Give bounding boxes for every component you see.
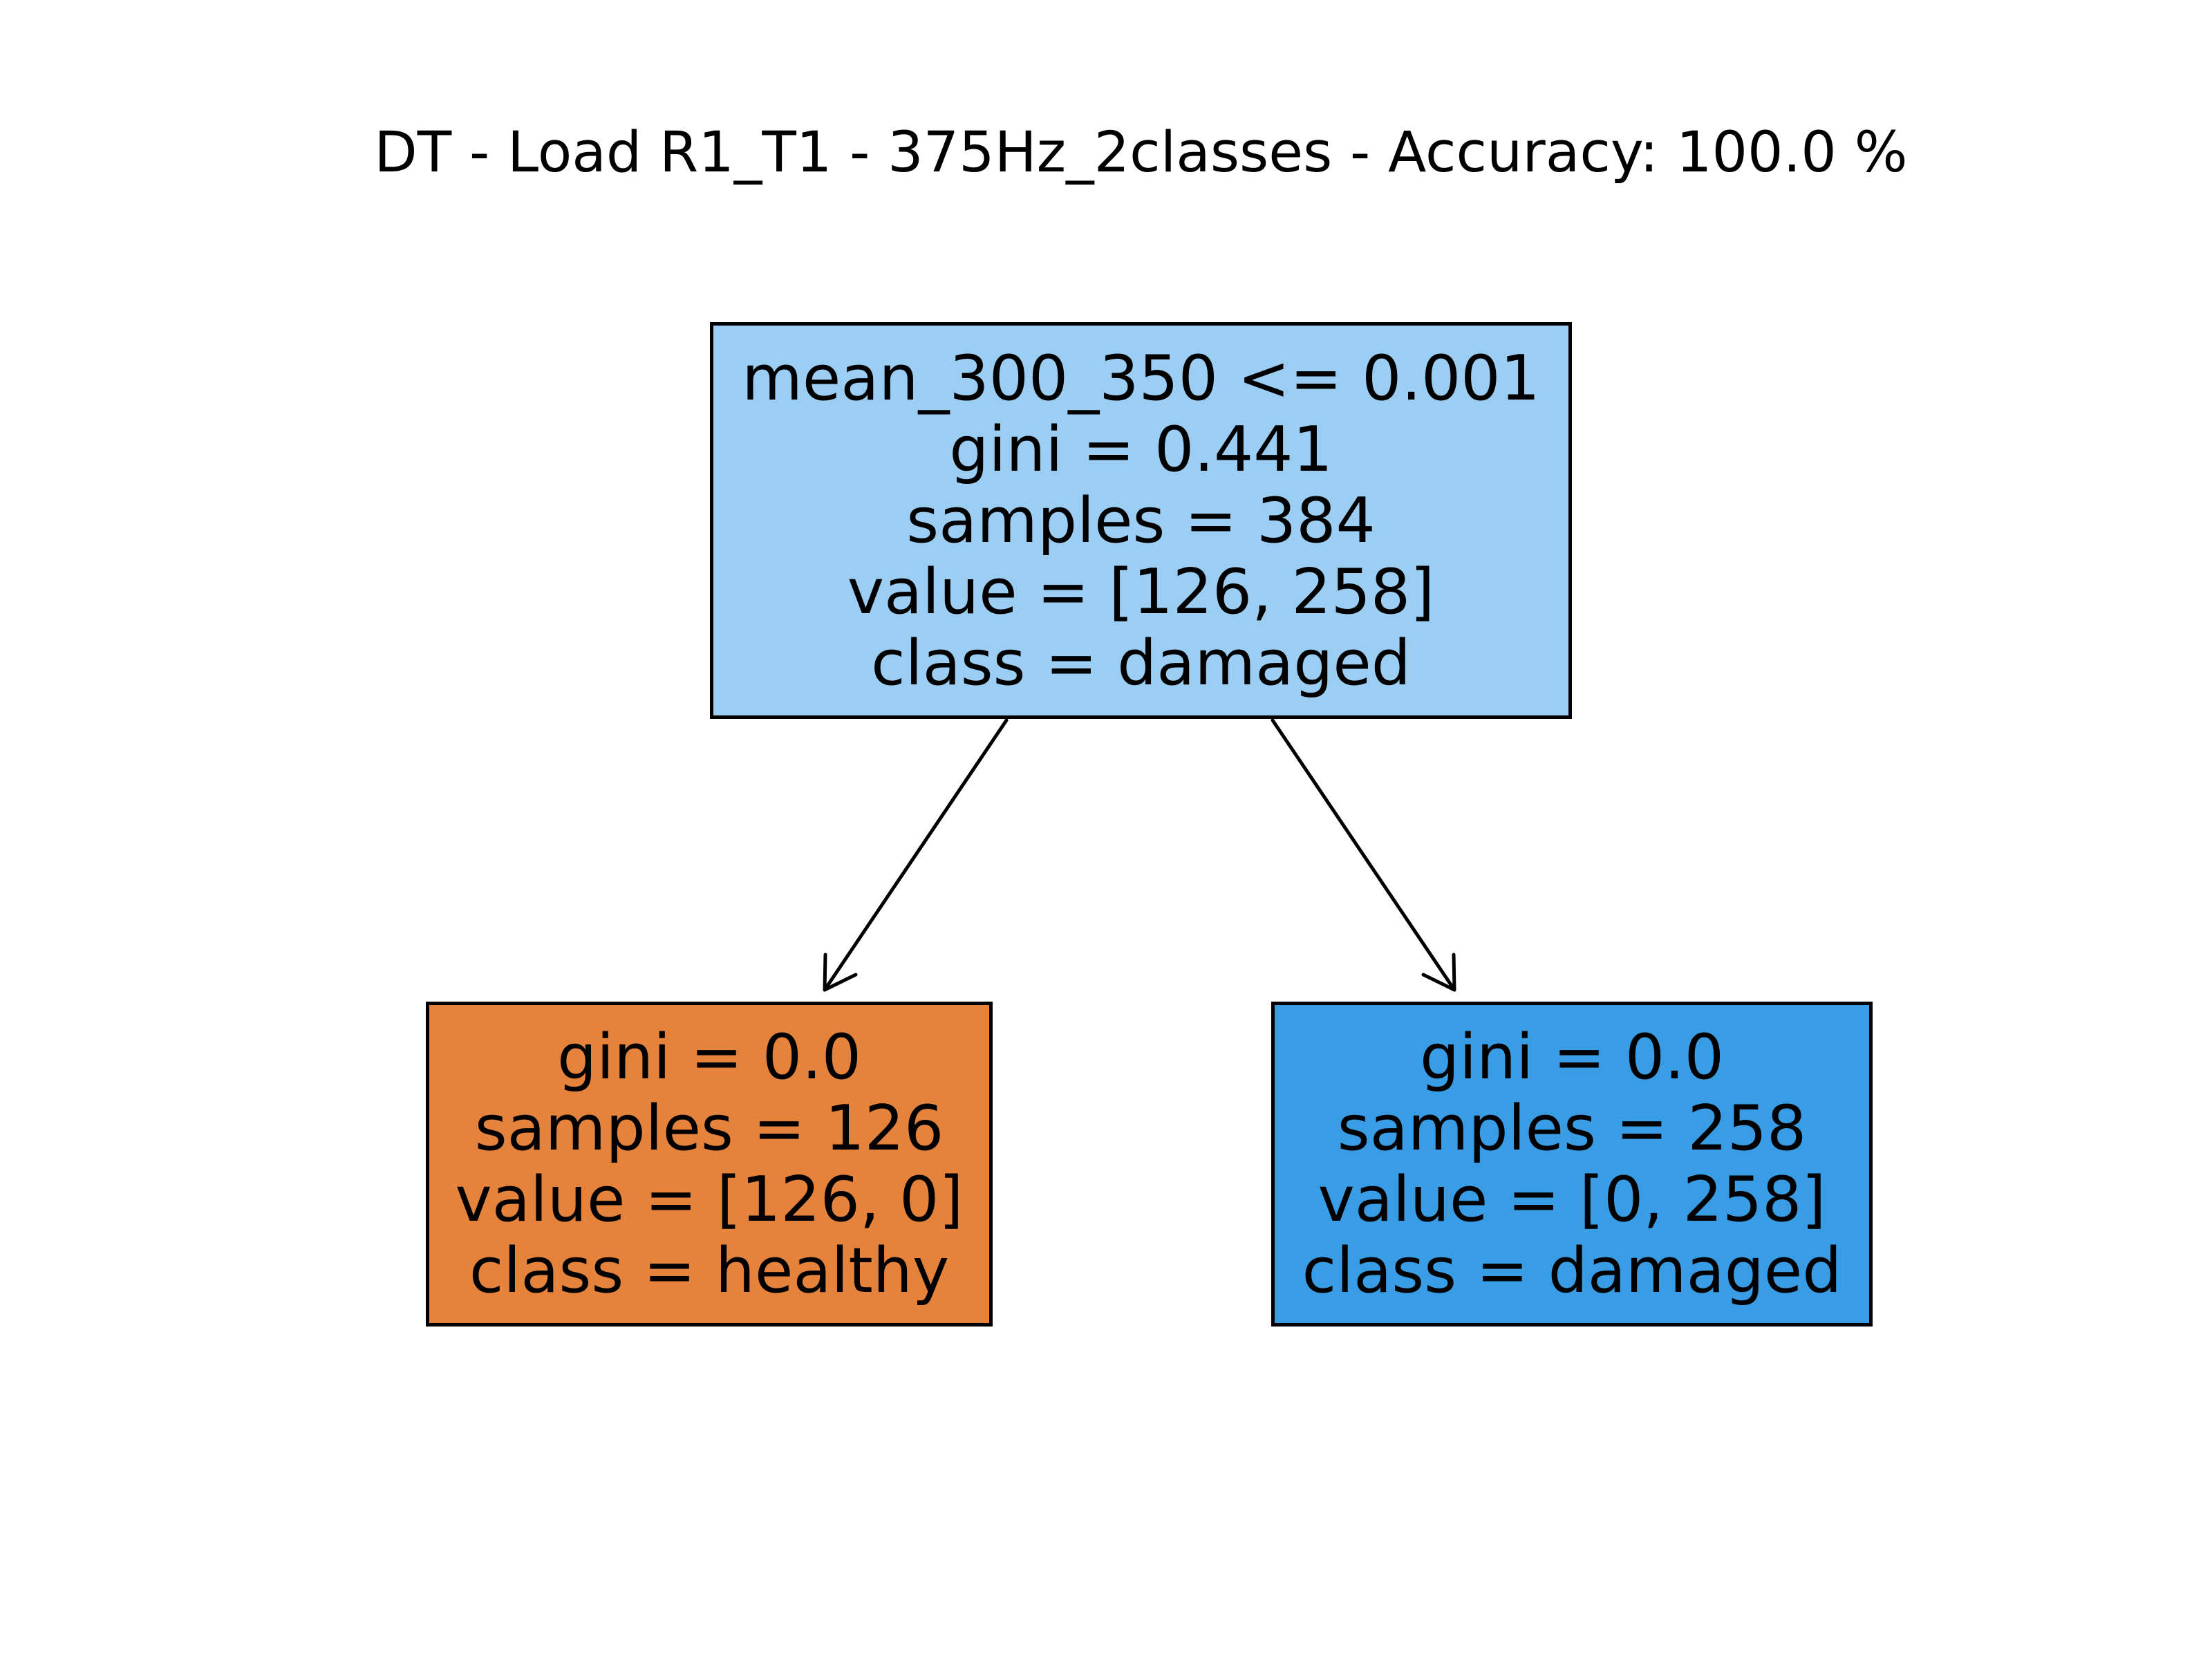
node-split-condition: mean_300_350 <= 0.001 xyxy=(742,341,1540,415)
node-class: class = healthy xyxy=(469,1235,950,1307)
edge-root-to-left xyxy=(823,718,1009,992)
node-value: value = [126, 258] xyxy=(847,555,1435,628)
node-class: class = damaged xyxy=(871,626,1411,700)
node-value: value = [126, 0] xyxy=(455,1163,964,1236)
edge-root-to-right xyxy=(1271,718,1456,992)
node-samples: samples = 258 xyxy=(1337,1092,1807,1165)
node-gini: gini = 0.441 xyxy=(949,413,1333,486)
node-samples: samples = 384 xyxy=(906,484,1376,557)
figure-title: DT - Load R1_T1 - 375Hz_2classes - Accur… xyxy=(374,120,1908,185)
tree-node-left-leaf: gini = 0.0 samples = 126 value = [126, 0… xyxy=(426,1002,993,1327)
node-gini: gini = 0.0 xyxy=(1420,1021,1724,1094)
tree-node-right-leaf: gini = 0.0 samples = 258 value = [0, 258… xyxy=(1271,1002,1873,1327)
node-gini: gini = 0.0 xyxy=(557,1021,861,1094)
node-value: value = [0, 258] xyxy=(1318,1163,1826,1236)
tree-node-root: mean_300_350 <= 0.001 gini = 0.441 sampl… xyxy=(710,322,1572,719)
node-samples: samples = 126 xyxy=(474,1092,944,1165)
node-class: class = damaged xyxy=(1302,1235,1842,1307)
